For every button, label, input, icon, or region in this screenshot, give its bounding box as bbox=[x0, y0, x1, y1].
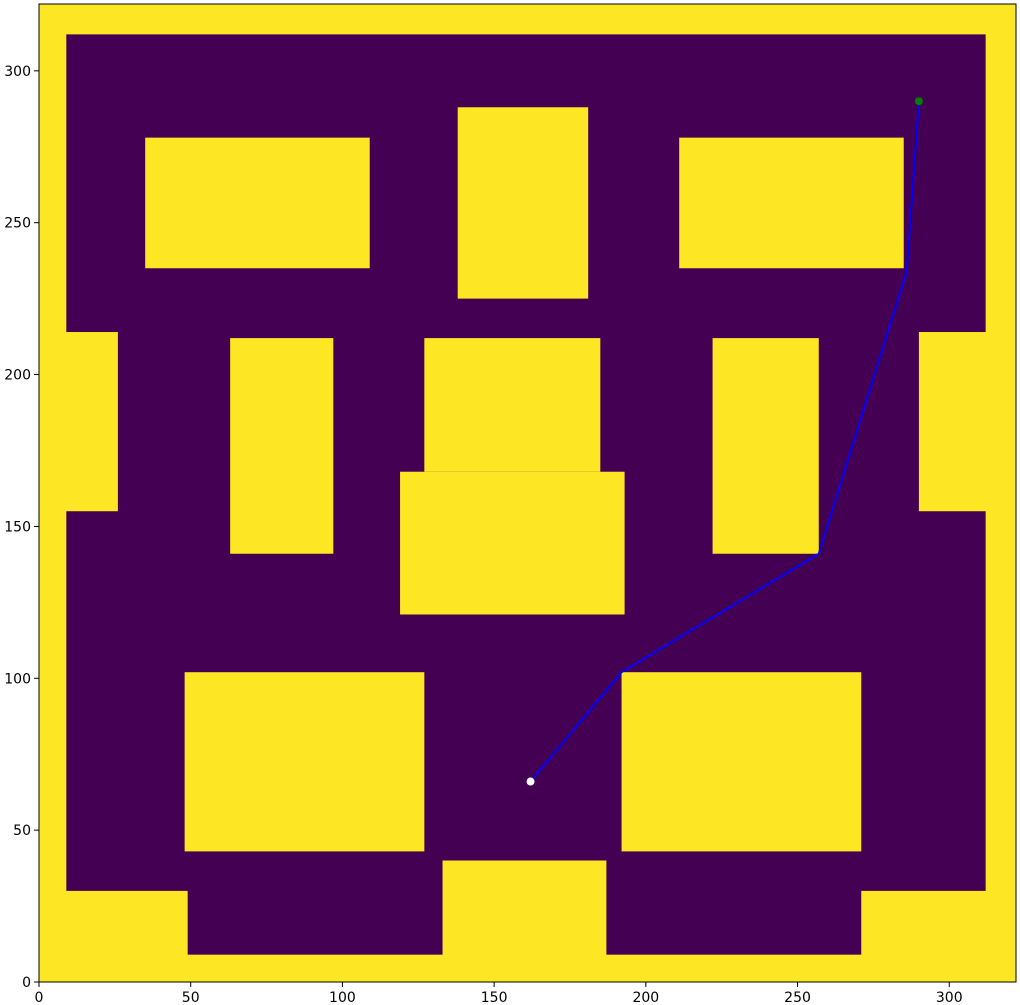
obstacle-cell bbox=[145, 137, 370, 269]
y-tick-label: 200 bbox=[4, 368, 31, 384]
y-tick-label: 300 bbox=[4, 64, 31, 80]
x-tick-label: 300 bbox=[936, 990, 963, 1005]
x-axis: 0 50 100 150 200 250 300 bbox=[35, 982, 963, 1005]
start-point-marker bbox=[914, 97, 923, 106]
path-layer bbox=[526, 97, 923, 786]
occupancy-map bbox=[39, 4, 1016, 982]
obstacle-cell bbox=[918, 332, 1016, 512]
y-tick-label: 150 bbox=[4, 519, 31, 535]
obstacle-cell bbox=[39, 332, 118, 512]
obstacle-cell bbox=[424, 338, 601, 472]
obstacle-cell bbox=[39, 890, 188, 982]
goal-point-marker bbox=[526, 777, 535, 786]
y-tick-label: 100 bbox=[4, 671, 31, 687]
obstacle-cell bbox=[679, 137, 904, 269]
x-tick-label: 100 bbox=[329, 990, 356, 1005]
obstacle-cell bbox=[230, 338, 334, 554]
y-tick-label: 250 bbox=[4, 216, 31, 232]
y-tick-label: 0 bbox=[22, 975, 31, 991]
plot-frame bbox=[38, 3, 1017, 983]
obstacle-cell bbox=[861, 890, 1016, 982]
y-tick-label: 50 bbox=[13, 823, 31, 839]
obstacle-cell bbox=[184, 672, 425, 852]
y-axis: 0 50 100 150 200 250 300 bbox=[4, 64, 39, 991]
x-tick-label: 50 bbox=[182, 990, 200, 1005]
x-tick-label: 250 bbox=[784, 990, 811, 1005]
obstacle-cell bbox=[39, 4, 1016, 35]
planned-path-line bbox=[529, 101, 920, 783]
x-tick-label: 200 bbox=[632, 990, 659, 1005]
obstacle-cell bbox=[442, 860, 607, 982]
obstacle-cell bbox=[400, 471, 625, 615]
obstacle-cell bbox=[712, 338, 819, 554]
x-tick-label: 0 bbox=[35, 990, 44, 1005]
x-tick-label: 150 bbox=[481, 990, 508, 1005]
obstacle-cell bbox=[621, 672, 862, 852]
obstacle-cell bbox=[457, 107, 589, 299]
